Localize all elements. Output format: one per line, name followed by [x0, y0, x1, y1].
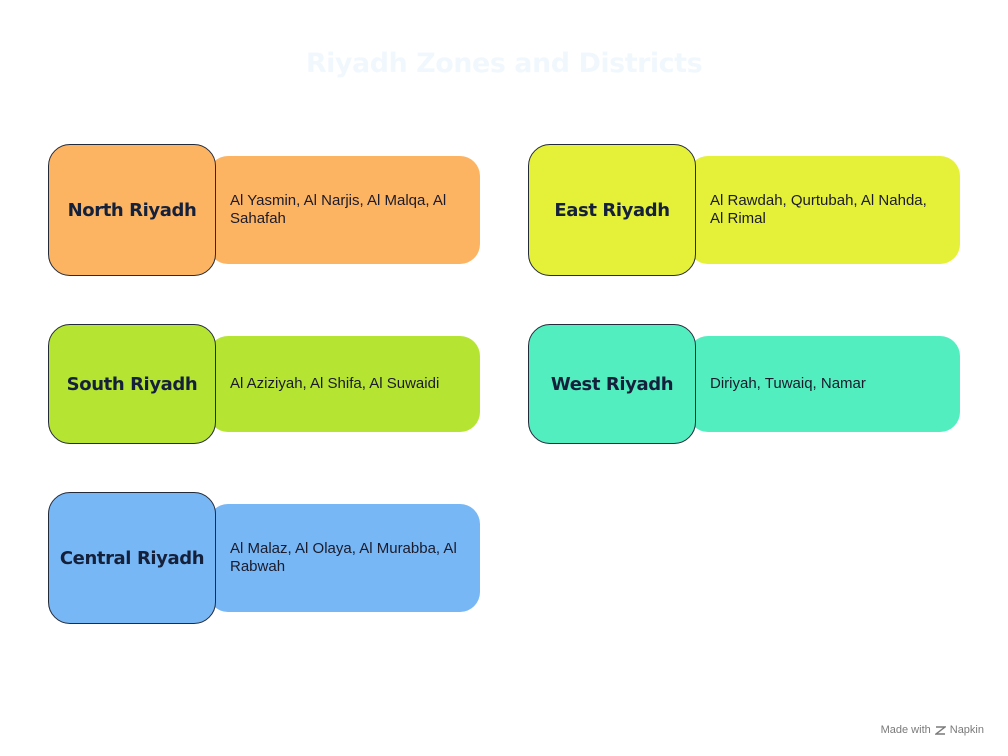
watermark-text: Made with — [880, 724, 931, 736]
zone-districts-box: Al Malaz, Al Olaya, Al Murabba, Al Rabwa… — [208, 504, 480, 612]
zone-districts-box: Al Rawdah, Qurtubah, Al Nahda, Al Rimal — [688, 156, 960, 264]
zone-label-box: North Riyadh — [48, 144, 216, 276]
zone-districts-text: Al Yasmin, Al Narjis, Al Malqa, Al Sahaf… — [230, 192, 447, 227]
zone-name: South Riyadh — [66, 373, 198, 395]
zone-name: North Riyadh — [67, 199, 197, 221]
zone-east-riyadh: Al Rawdah, Qurtubah, Al Nahda, Al Rimal … — [528, 144, 960, 276]
napkin-logo-icon — [934, 725, 946, 736]
page-title: Riyadh Zones and Districts — [305, 48, 703, 79]
made-with-napkin-watermark: Made with Napkin — [881, 724, 984, 736]
zone-south-riyadh: Al Aziziyah, Al Shifa, Al Suwaidi South … — [48, 324, 480, 444]
zone-districts-box: Diriyah, Tuwaiq, Namar — [688, 336, 960, 432]
watermark-brand: Napkin — [949, 724, 984, 736]
zone-name: Central Riyadh — [59, 547, 205, 569]
zone-districts-text: Diriyah, Tuwaiq, Namar — [710, 375, 866, 392]
zone-districts-box: Al Aziziyah, Al Shifa, Al Suwaidi — [208, 336, 480, 432]
zone-label-box: West Riyadh — [528, 324, 696, 444]
zone-label-box: East Riyadh — [528, 144, 696, 276]
zone-label-box: Central Riyadh — [48, 492, 216, 624]
zone-west-riyadh: Diriyah, Tuwaiq, Namar West Riyadh — [528, 324, 960, 444]
zone-districts-text: Al Aziziyah, Al Shifa, Al Suwaidi — [230, 375, 440, 392]
zone-districts-text: Al Rawdah, Qurtubah, Al Nahda, Al Rimal — [710, 192, 927, 227]
zone-central-riyadh: Al Malaz, Al Olaya, Al Murabba, Al Rabwa… — [48, 492, 480, 624]
zone-districts-box: Al Yasmin, Al Narjis, Al Malqa, Al Sahaf… — [208, 156, 480, 264]
zone-name: East Riyadh — [554, 199, 670, 221]
zone-districts-text: Al Malaz, Al Olaya, Al Murabba, Al Rabwa… — [230, 540, 457, 575]
zone-name: West Riyadh — [550, 373, 674, 395]
zone-label-box: South Riyadh — [48, 324, 216, 444]
zone-north-riyadh: Al Yasmin, Al Narjis, Al Malqa, Al Sahaf… — [48, 144, 480, 276]
